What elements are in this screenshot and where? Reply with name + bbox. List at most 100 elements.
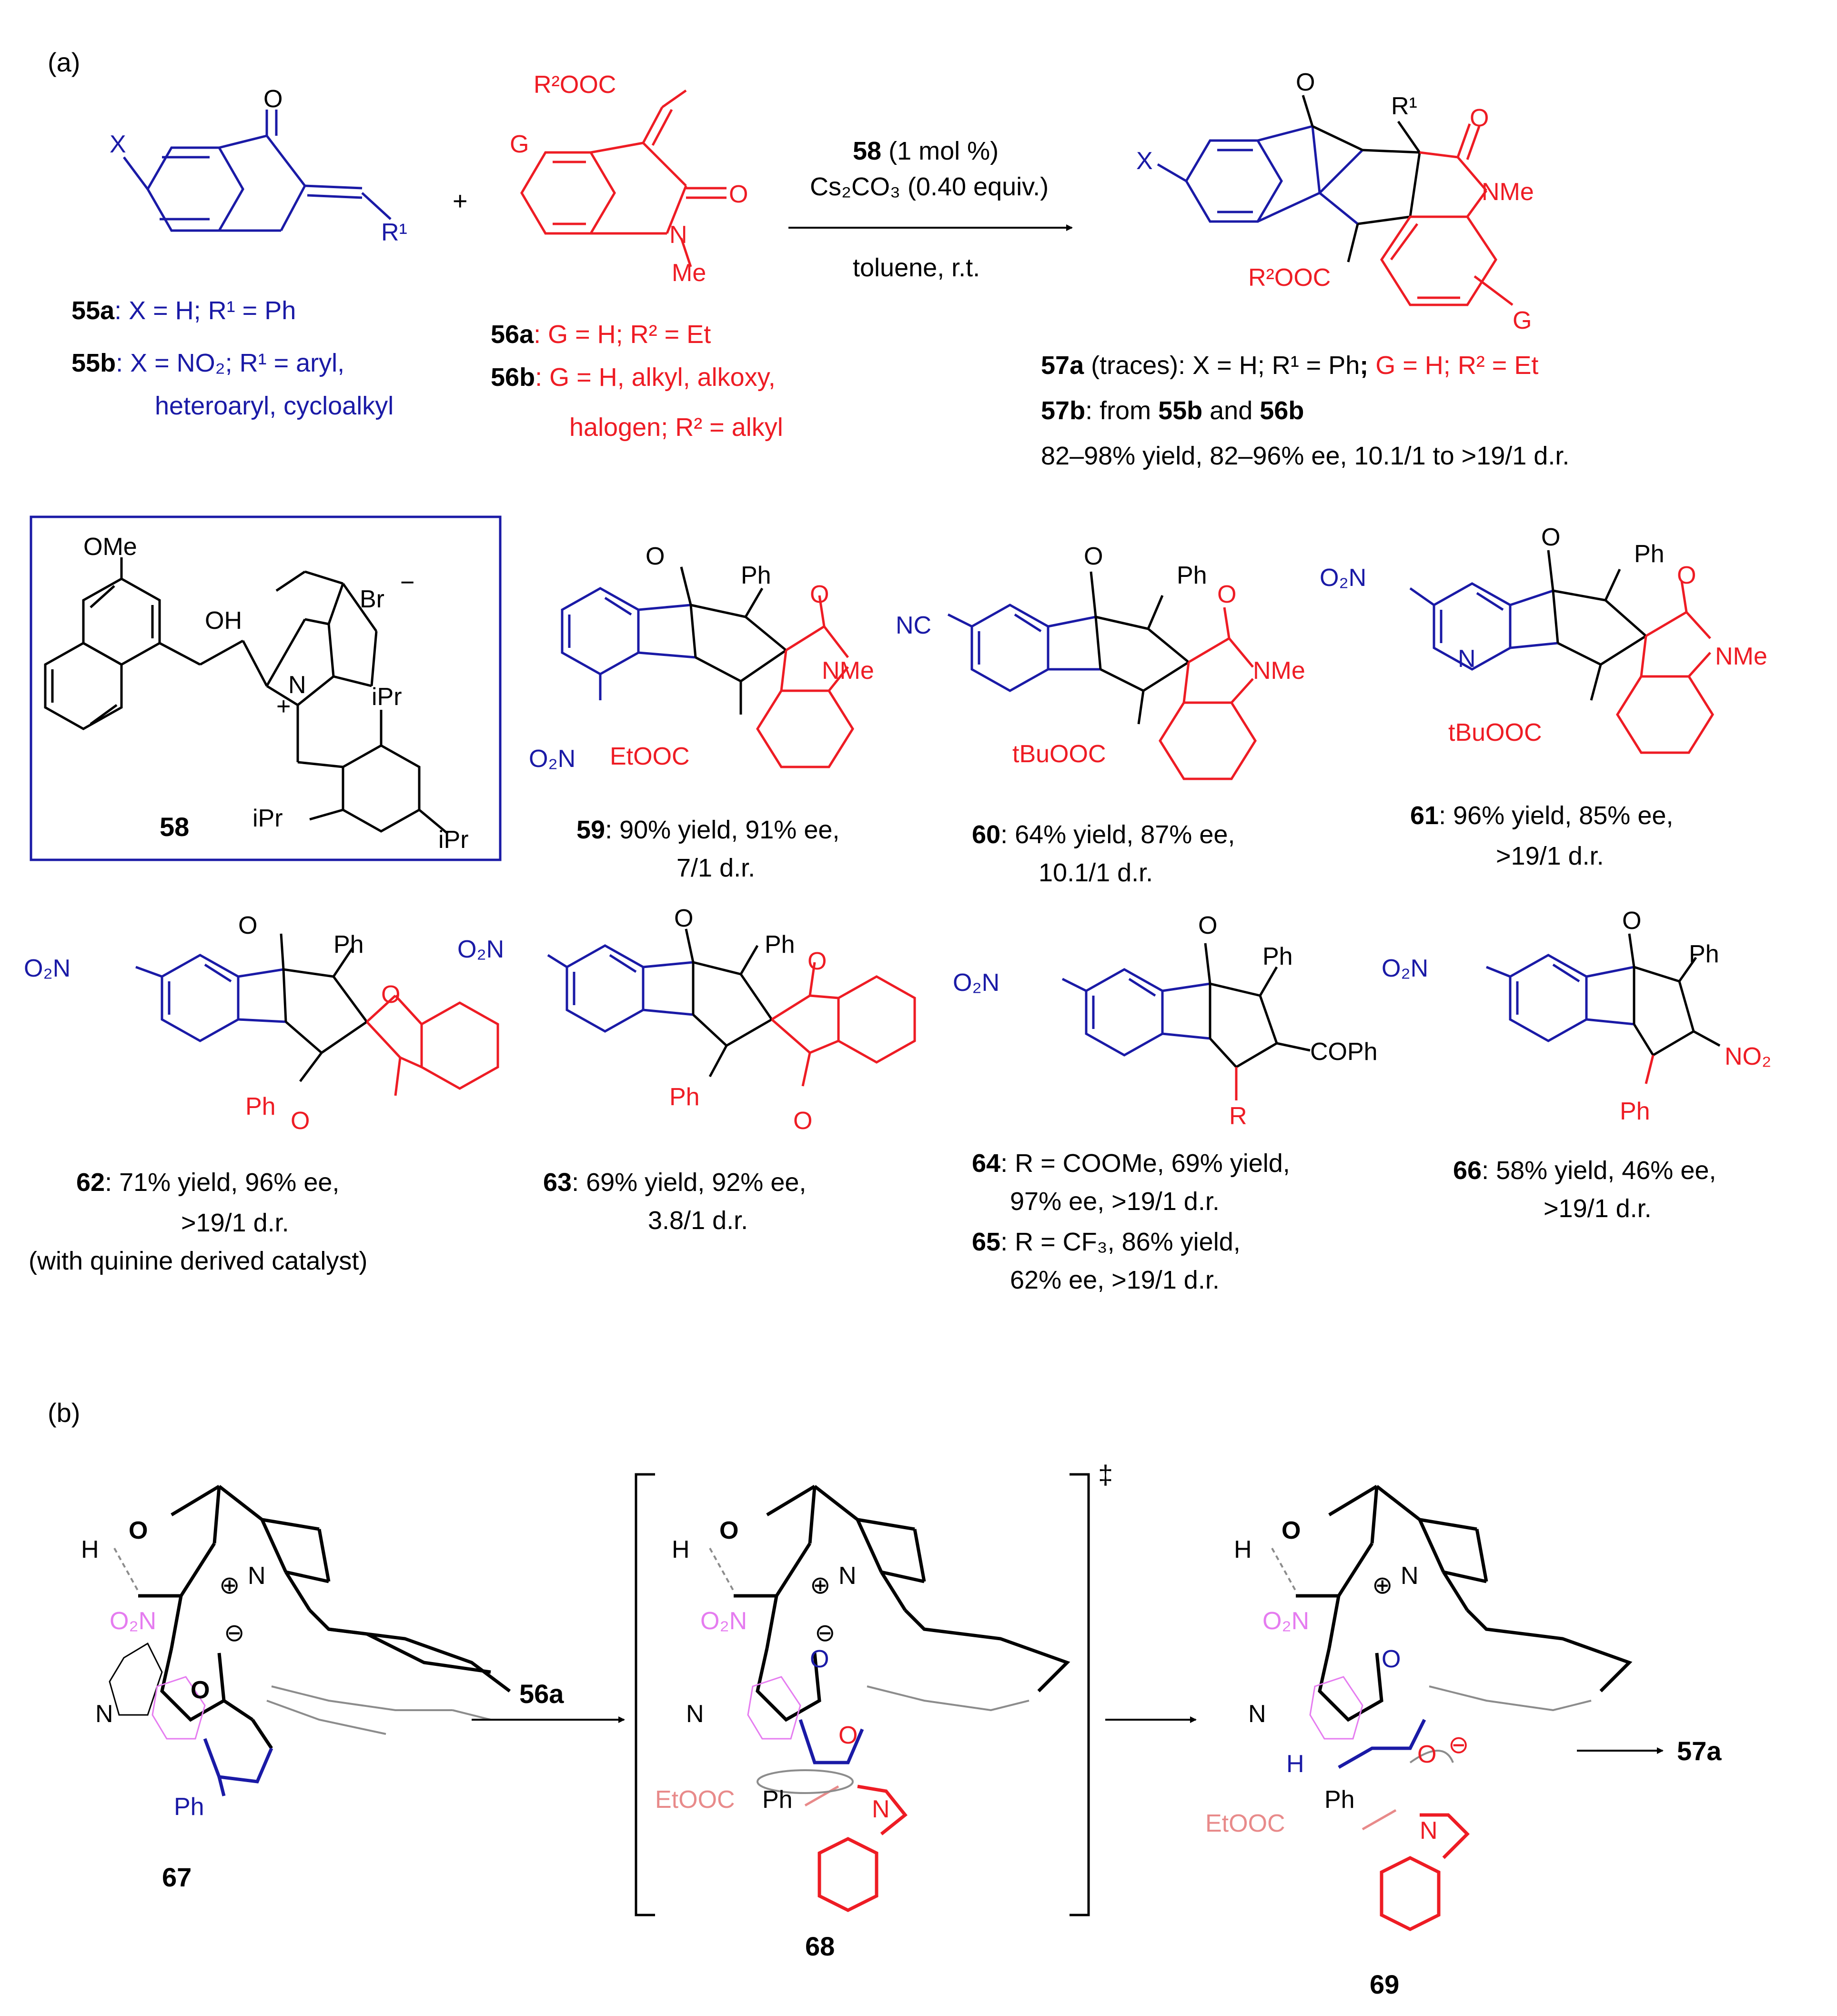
ts68-o2: O	[810, 1645, 829, 1673]
nme-label-57: NMe	[1482, 178, 1534, 206]
ts69-o2n: O₂N	[1262, 1607, 1309, 1635]
p60-nme: NMe	[1253, 657, 1305, 685]
p59-nme: NMe	[822, 657, 874, 685]
caption-60-dr: 10.1/1 d.r.	[1039, 858, 1153, 887]
ts68-h: H	[672, 1536, 690, 1563]
structure-68	[709, 1484, 1070, 1912]
r1-label-55: R¹	[381, 219, 407, 246]
p61-o2: O	[1677, 562, 1696, 589]
ome-label: OMe	[83, 533, 137, 561]
caption-56b-cont: halogen; R² = alkyl	[569, 413, 783, 442]
dagger: ‡	[1098, 1460, 1113, 1490]
g-label-56: G	[510, 131, 529, 158]
ts68-n: N	[838, 1562, 857, 1590]
reagent-56a: 56a	[519, 1679, 564, 1709]
structure-56	[520, 89, 727, 267]
ts68-n2: N	[872, 1795, 890, 1823]
p62-o: O	[238, 912, 257, 939]
g-label-57: G	[1513, 307, 1532, 334]
ts69-o: O	[1282, 1517, 1301, 1544]
ts69-minus: ⊖	[1448, 1731, 1469, 1759]
me-label-56: Me	[672, 259, 706, 287]
ts67-id: 67	[162, 1862, 192, 1892]
p64-o: O	[1198, 912, 1217, 939]
o2-label-57: O	[1470, 104, 1489, 132]
ts69-ester: EtOOC	[1205, 1810, 1285, 1837]
ts67-ph: Ph	[174, 1793, 204, 1821]
p61-o: O	[1541, 524, 1560, 551]
o-label-57: O	[1296, 69, 1315, 96]
o-label-56: O	[729, 181, 748, 208]
ipr-label-1: iPr	[372, 683, 402, 711]
oh-label: OH	[205, 607, 242, 635]
p61-nme: NMe	[1715, 643, 1767, 670]
p61-n: N	[1458, 645, 1476, 673]
caption-61-dr: >19/1 d.r.	[1496, 842, 1604, 870]
p59-sub: O₂N	[529, 745, 575, 773]
ts68-o: O	[719, 1517, 738, 1544]
ts69-o2: O	[1382, 1645, 1401, 1673]
p66-o: O	[1622, 907, 1641, 935]
panel-b-label: (b)	[48, 1398, 80, 1428]
ts67-plus: ⊕	[219, 1572, 240, 1599]
p66-ph2: Ph	[1620, 1098, 1650, 1125]
bracket-right	[1070, 1473, 1090, 1916]
caption-57a: 57a (traces): X = H; R¹ = Ph; G = H; R² …	[1041, 351, 1538, 380]
p63-sub: O₂N	[457, 936, 504, 963]
panel-a-label: (a)	[48, 47, 80, 77]
ester-label-56: R²OOC	[534, 71, 616, 99]
caption-59: 59: 90% yield, 91% ee,	[576, 816, 839, 844]
n-label-58: N	[288, 671, 306, 699]
caption-64: 64: R = COOMe, 69% yield,	[972, 1149, 1290, 1178]
p63-o: O	[674, 905, 693, 932]
caption-62-note: (with quinine derived catalyst)	[29, 1247, 367, 1275]
ts68-plus: ⊕	[810, 1572, 831, 1599]
caption-65: 65: R = CF₃, 86% yield,	[972, 1228, 1241, 1256]
ts69-h: H	[1234, 1536, 1252, 1563]
caption-64-cont: 97% ee, >19/1 d.r.	[1010, 1187, 1220, 1216]
ts67-npy: N	[95, 1700, 113, 1728]
structure-64	[1061, 943, 1311, 1100]
ester-label-57: R²OOC	[1248, 264, 1331, 292]
p62-o2: O	[381, 981, 400, 1008]
structure-66	[1486, 933, 1721, 1084]
p63-o2: O	[807, 948, 827, 975]
caption-62: 62: 71% yield, 96% ee,	[76, 1168, 339, 1197]
conditions-line3: toluene, r.t.	[853, 253, 980, 282]
caption-65-cont: 62% ee, >19/1 d.r.	[1010, 1266, 1220, 1294]
p63-ph2: Ph	[669, 1083, 700, 1111]
ipr-label-3: iPr	[438, 826, 469, 854]
p60-sub: NC	[896, 612, 931, 639]
ts69-ph: Ph	[1324, 1786, 1355, 1814]
caption-56a: 56a: G = H; R² = Et	[491, 320, 711, 349]
ts69-h2: H	[1286, 1750, 1304, 1778]
structure-57	[1157, 95, 1514, 306]
p64-r: R	[1229, 1102, 1247, 1130]
structure-69	[1271, 1484, 1633, 1931]
ts67-minus: ⊖	[224, 1619, 245, 1647]
structure-62	[135, 933, 499, 1096]
p59-o: O	[646, 543, 665, 570]
caption-57b: 57b: from 55b and 56b	[1041, 396, 1304, 425]
ts68-minus: ⊖	[815, 1619, 836, 1647]
ts69-n: N	[1401, 1562, 1419, 1590]
structure-63	[547, 928, 916, 1087]
p62-ph2: Ph	[245, 1093, 276, 1120]
p61-ester: tBuOOC	[1448, 719, 1542, 746]
p64-sub: O₂N	[953, 969, 999, 997]
ts69-npy: N	[1248, 1700, 1266, 1728]
p63-o3: O	[793, 1107, 812, 1135]
caption-63: 63: 69% yield, 92% ee,	[543, 1168, 806, 1197]
p61-ph: Ph	[1634, 540, 1665, 568]
ts68-npy: N	[686, 1700, 704, 1728]
bracket-left	[635, 1473, 655, 1916]
p59-ph: Ph	[741, 562, 771, 589]
structure-59	[561, 566, 854, 768]
caption-61: 61: 96% yield, 85% ee,	[1410, 801, 1673, 830]
x-label-57: X	[1136, 147, 1153, 175]
plus-sign: +	[453, 187, 468, 215]
p60-ph: Ph	[1177, 562, 1207, 589]
p64-coph: COPh	[1310, 1038, 1378, 1066]
p60-o: O	[1084, 543, 1103, 570]
